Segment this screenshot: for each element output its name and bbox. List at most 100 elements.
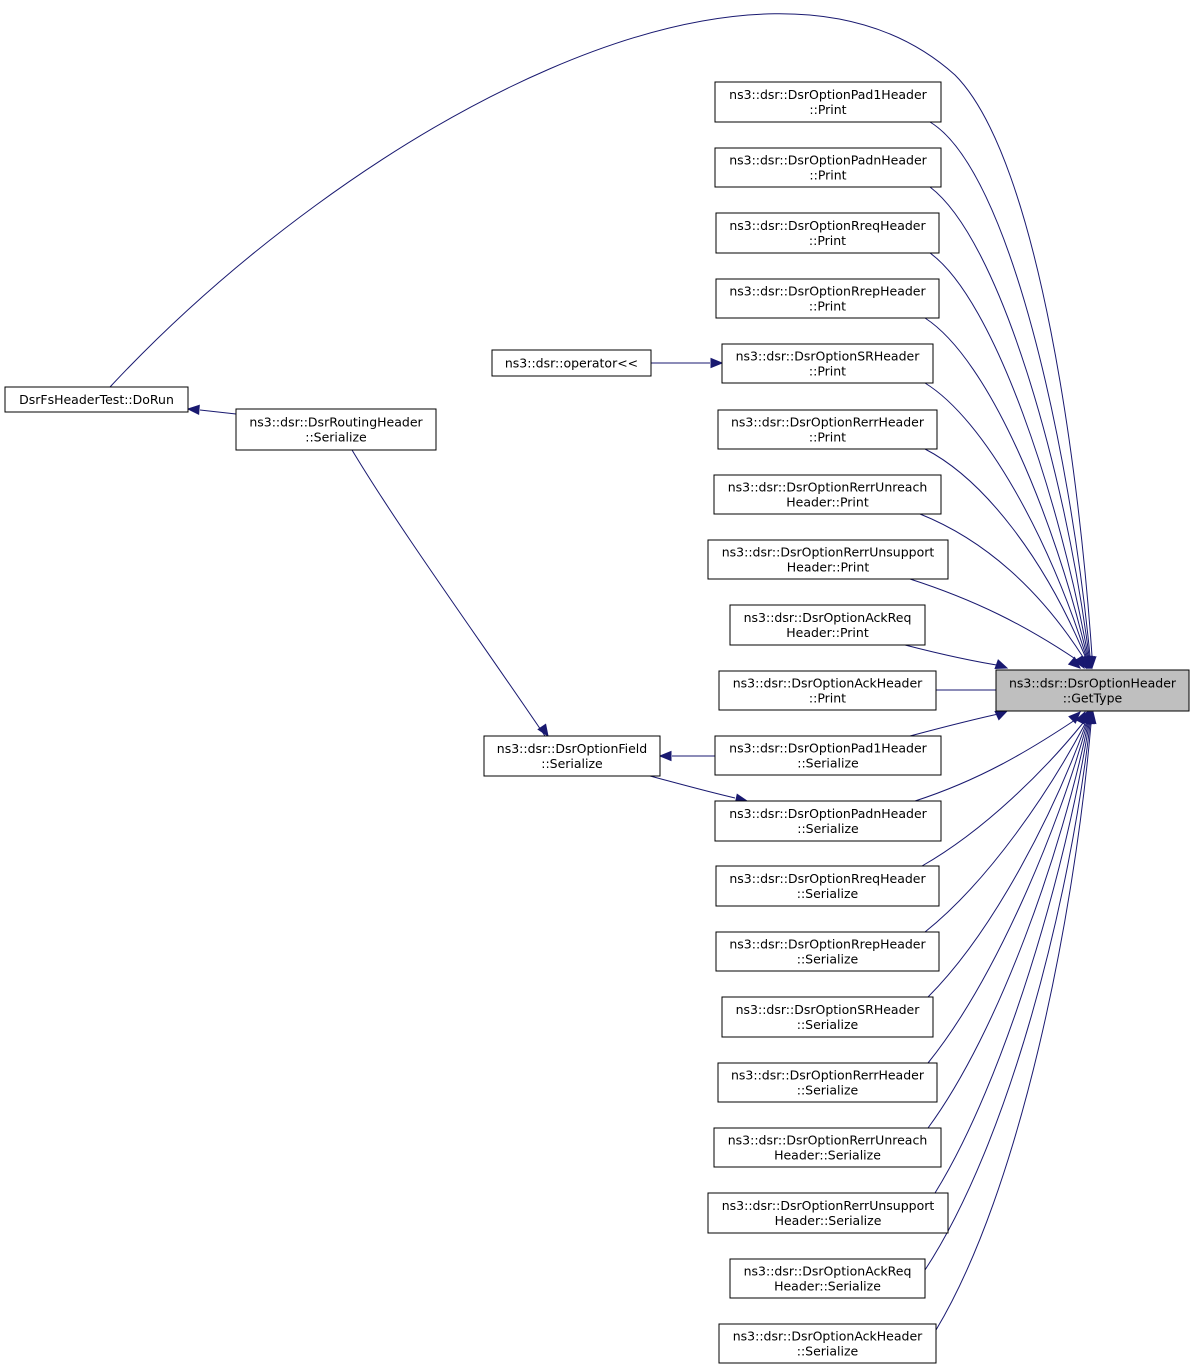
node-dorun[interactable]: DsrFsHeaderTest::DoRun <box>4 386 189 413</box>
arrowhead <box>994 659 1009 669</box>
edge-ackreq_print-to-gettype <box>904 644 1009 669</box>
arrowhead <box>1068 711 1081 724</box>
node-box <box>729 1258 926 1299</box>
edge-line <box>919 513 1084 658</box>
node-label-line: ns3::dsr::DsrOptionRreqHeader <box>729 218 926 233</box>
edge-pad1_serialize-to-gettype <box>909 710 1009 737</box>
edge-sr_serialize-to-gettype <box>927 710 1090 998</box>
node-rerr_serialize[interactable]: ns3::dsr::DsrOptionRerrHeader::Serialize <box>717 1062 938 1103</box>
edge-pad1_serialize-to-field_serialize <box>658 750 715 762</box>
arrowhead <box>710 357 724 369</box>
edge-line <box>914 719 1076 802</box>
node-field_serialize[interactable]: ns3::dsr::DsrOptionField::Serialize <box>483 735 661 777</box>
node-label-line: ::Serialize <box>305 430 367 445</box>
node-label-line: Header::Print <box>786 625 869 640</box>
node-box <box>707 539 949 580</box>
node-rerrunsupport_print[interactable]: ns3::dsr::DsrOptionRerrUnsupportHeader::… <box>707 539 949 580</box>
node-label-line: Header::Print <box>787 560 870 575</box>
node-label-line: ns3::dsr::DsrOptionSRHeader <box>736 349 921 364</box>
node-ackreq_serialize[interactable]: ns3::dsr::DsrOptionAckReqHeader::Seriali… <box>729 1258 926 1299</box>
node-pad1_print[interactable]: ns3::dsr::DsrOptionPad1Header::Print <box>714 81 942 123</box>
node-label-line: ns3::dsr::DsrOptionHeader <box>1009 676 1177 691</box>
edge-rrep_serialize-to-gettype <box>924 710 1088 933</box>
arrowhead <box>994 710 1009 721</box>
edge-line <box>927 723 1088 1064</box>
node-label-line: ::Print <box>809 102 846 117</box>
edge-rreq_print-to-gettype <box>929 252 1092 670</box>
node-label-line: ns3::dsr::DsrOptionAckReq <box>744 1264 912 1279</box>
node-ack_serialize[interactable]: ns3::dsr::DsrOptionAckHeader::Serialize <box>718 1323 937 1364</box>
edge-line <box>351 449 546 737</box>
node-rerrunreach_print[interactable]: ns3::dsr::DsrOptionRerrUnreachHeader::Pr… <box>713 474 942 515</box>
node-pad1_serialize[interactable]: ns3::dsr::DsrOptionPad1Header::Serialize <box>714 735 942 776</box>
node-box <box>713 1127 942 1168</box>
node-gettype[interactable]: ns3::dsr::DsrOptionHeader::GetType <box>995 669 1190 712</box>
node-box <box>714 81 942 123</box>
edge-line <box>934 723 1090 1194</box>
node-label-line: ns3::dsr::DsrOptionRrepHeader <box>729 284 926 299</box>
node-label-line: ns3::dsr::DsrOptionPadnHeader <box>729 153 927 168</box>
node-box <box>721 343 934 384</box>
edge-line <box>924 382 1087 657</box>
node-box <box>729 604 926 646</box>
node-ack_print[interactable]: ns3::dsr::DsrOptionAckHeader::Print <box>718 670 937 711</box>
node-label-line: ::Serialize <box>797 886 859 901</box>
node-rerrunsupport_serialize[interactable]: ns3::dsr::DsrOptionRerrUnsupportHeader::… <box>707 1192 949 1234</box>
node-padn_serialize[interactable]: ns3::dsr::DsrOptionPadnHeader::Serialize <box>714 800 942 842</box>
node-rreq_serialize[interactable]: ns3::dsr::DsrOptionRreqHeader::Serialize <box>715 865 940 907</box>
node-label-line: ns3::dsr::DsrOptionRerrUnreach <box>728 1133 928 1148</box>
edge-rrep_print-to-gettype <box>924 317 1090 670</box>
edge-rerrunreach_print-to-gettype <box>919 513 1085 670</box>
node-rerrunreach_serialize[interactable]: ns3::dsr::DsrOptionRerrUnreachHeader::Se… <box>713 1127 942 1168</box>
node-rreq_print[interactable]: ns3::dsr::DsrOptionRreqHeader::Print <box>715 212 940 254</box>
node-label-line: ns3::dsr::DsrOptionRreqHeader <box>729 871 926 886</box>
edge-padn_serialize-to-gettype <box>914 711 1081 802</box>
edge-line <box>927 723 1089 1129</box>
node-box <box>717 1062 938 1103</box>
edge-line <box>935 723 1092 1331</box>
node-label-line: Header::Serialize <box>774 1148 881 1163</box>
node-box <box>718 670 937 711</box>
edge-rerr_print-to-gettype <box>924 448 1087 670</box>
node-box <box>715 212 940 254</box>
node-box <box>707 1192 949 1234</box>
node-label-line: ::Serialize <box>797 1344 859 1359</box>
edge-ackreq_serialize-to-gettype <box>924 710 1095 1271</box>
edge-line <box>909 712 1004 737</box>
edge-line <box>109 13 1093 657</box>
node-box <box>714 147 942 188</box>
edge-line <box>929 252 1089 657</box>
edge-line <box>904 644 1004 667</box>
edge-line <box>924 317 1088 657</box>
node-label-line: Header::Serialize <box>775 1213 882 1228</box>
edge-line <box>929 186 1090 657</box>
edge-routing_serialize-to-dorun <box>186 404 237 416</box>
node-rerr_print[interactable]: ns3::dsr::DsrOptionRerrHeader::Print <box>717 409 938 450</box>
edge-line <box>649 775 736 799</box>
node-rrep_serialize[interactable]: ns3::dsr::DsrOptionRrepHeader::Serialize <box>715 931 940 972</box>
node-sr_print[interactable]: ns3::dsr::DsrOptionSRHeader::Print <box>721 343 934 384</box>
arrowhead <box>1073 655 1085 670</box>
node-label-line: ns3::dsr::DsrOptionRerrUnsupport <box>722 1198 935 1213</box>
edge-line <box>909 578 1078 661</box>
node-label-line: ::Print <box>809 168 846 183</box>
node-padn_print[interactable]: ns3::dsr::DsrOptionPadnHeader::Print <box>714 147 942 188</box>
node-label-line: ::Print <box>809 299 846 314</box>
node-label-line: ns3::dsr::DsrRoutingHeader <box>249 415 423 430</box>
node-box <box>713 474 942 515</box>
arrowhead <box>1067 656 1082 669</box>
edge-line <box>929 121 1091 657</box>
node-sr_serialize[interactable]: ns3::dsr::DsrOptionSRHeader::Serialize <box>721 996 934 1038</box>
node-routing_serialize[interactable]: ns3::dsr::DsrRoutingHeader::Serialize <box>235 408 437 451</box>
node-label-line: ::Print <box>809 233 846 248</box>
edge-line <box>924 448 1086 657</box>
arrowhead <box>658 750 672 762</box>
node-operator[interactable]: ns3::dsr::operator<< <box>491 349 652 377</box>
node-box <box>714 800 942 842</box>
edge-line <box>924 723 1086 933</box>
node-rrep_print[interactable]: ns3::dsr::DsrOptionRrepHeader::Print <box>715 278 940 319</box>
arrowhead <box>537 723 549 738</box>
node-box <box>721 996 934 1038</box>
